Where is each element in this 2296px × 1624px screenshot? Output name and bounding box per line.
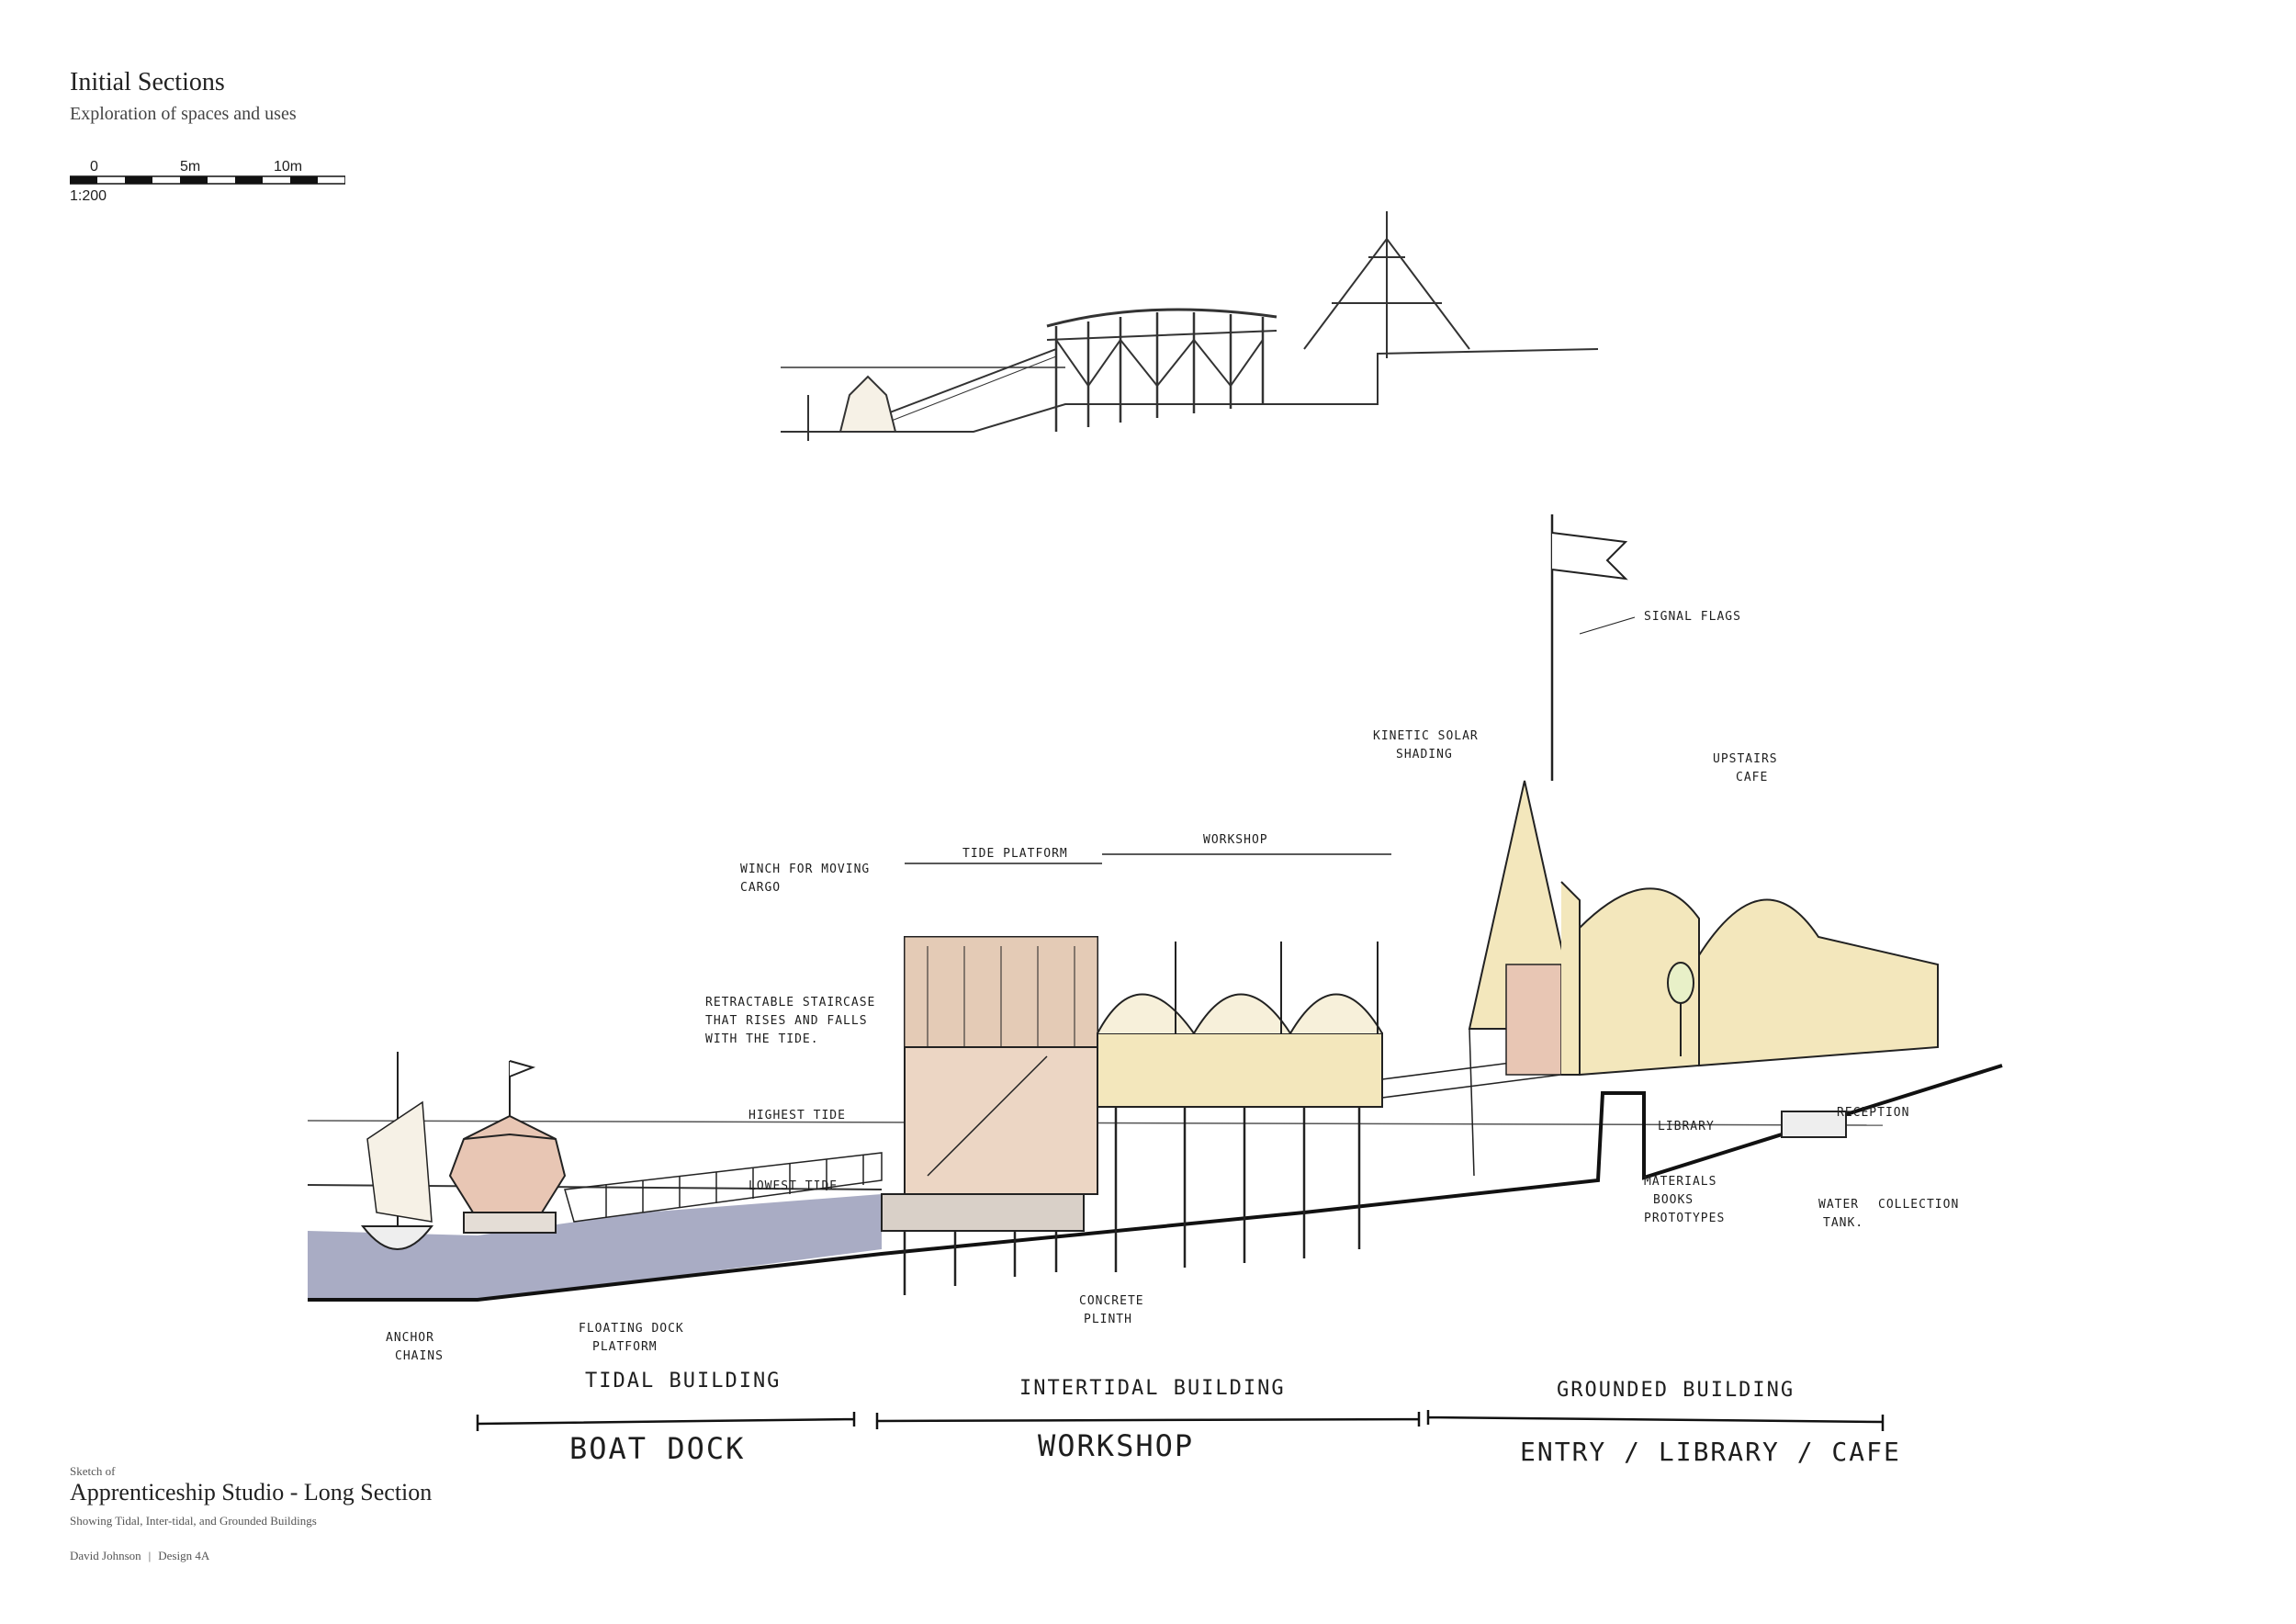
label-stair-1: RETRACTABLE STAIRCASE <box>705 996 875 1009</box>
label-reception: RECEPTION <box>1837 1106 1909 1120</box>
sailboat <box>360 1052 433 1250</box>
label-plinth: PLINTH <box>1084 1313 1132 1326</box>
label-tank: TANK. <box>1823 1216 1863 1230</box>
label-prototypes: PROTOTYPES <box>1644 1212 1725 1225</box>
water-body <box>308 1194 882 1300</box>
tide-tower <box>881 936 1098 1232</box>
label-platform: PLATFORM <box>592 1340 658 1354</box>
floating-dock-house <box>448 1060 567 1234</box>
scale-tick-10m: 10m <box>274 159 302 175</box>
footer-credit: David Johnson|Design 4A <box>70 1549 210 1562</box>
grounded-building <box>1468 514 1939 1138</box>
scale-segments <box>70 175 345 185</box>
small-section-sketch <box>781 211 1599 441</box>
footer-kicker: Sketch of <box>70 1464 116 1478</box>
stilts <box>903 1107 1361 1295</box>
zone-use-intertidal: WORKSHOP <box>1038 1428 1194 1463</box>
ground-line <box>308 1064 2003 1302</box>
zone-use-grounded: ENTRY / LIBRARY / CAFE <box>1520 1437 1901 1467</box>
label-tide-platform: TIDE PLATFORM <box>962 847 1068 861</box>
workshop-vaults <box>1097 942 1383 1108</box>
gangway <box>564 1152 883 1223</box>
label-materials: MATERIALS <box>1644 1175 1716 1189</box>
label-highest-tide: HIGHEST TIDE <box>748 1109 846 1122</box>
label-books: BOOKS <box>1653 1193 1694 1207</box>
zone-brackets <box>476 1410 1885 1431</box>
label-library: LIBRARY <box>1658 1120 1715 1133</box>
label-floating-dock: FLOATING DOCK <box>579 1322 684 1336</box>
scale-tick-5m: 5m <box>180 159 200 175</box>
label-lowest-tide: LOWEST TIDE <box>748 1179 838 1193</box>
footer-author: David Johnson <box>70 1549 141 1562</box>
zone-use-tidal: BOAT DOCK <box>569 1431 745 1466</box>
page-title: Initial Sections <box>70 68 225 96</box>
label-stair-3: WITH THE TIDE. <box>705 1032 819 1046</box>
footer-subtitle: Showing Tidal, Inter-tidal, and Grounded… <box>70 1514 317 1528</box>
label-chains: CHAINS <box>395 1349 444 1363</box>
scale-ratio: 1:200 <box>70 188 107 204</box>
label-kinetic-shading: SHADING <box>1396 748 1453 761</box>
footer-course: Design 4A <box>158 1549 210 1562</box>
scale-bar: 0 5m 10m 1:200 <box>70 159 345 204</box>
label-anchor: ANCHOR <box>386 1331 434 1345</box>
label-concrete: CONCRETE <box>1079 1294 1144 1308</box>
zone-label-intertidal: INTERTIDAL BUILDING <box>1019 1377 1286 1400</box>
guy-wire <box>1469 1028 1475 1177</box>
footer-title: Apprenticeship Studio - Long Section <box>70 1479 433 1506</box>
label-collection: COLLECTION <box>1878 1198 1959 1212</box>
label-cafe: CAFE <box>1736 771 1768 784</box>
label-winch: WINCH FOR MOVING <box>740 863 870 876</box>
label-winch-cargo: CARGO <box>740 881 781 895</box>
zone-label-grounded: GROUNDED BUILDING <box>1557 1379 1795 1402</box>
label-signal-flags: SIGNAL FLAGS <box>1644 610 1741 624</box>
label-water: WATER <box>1818 1198 1859 1212</box>
label-kinetic-solar: KINETIC SOLAR <box>1373 729 1479 743</box>
label-stair-2: THAT RISES AND FALLS <box>705 1014 868 1028</box>
scale-tick-0: 0 <box>90 159 98 175</box>
label-upstairs: UPSTAIRS <box>1713 752 1778 766</box>
zone-label-tidal: TIDAL BUILDING <box>585 1370 781 1393</box>
page-subtitle: Exploration of spaces and uses <box>70 104 297 124</box>
label-workshop-top: WORKSHOP <box>1203 833 1268 847</box>
